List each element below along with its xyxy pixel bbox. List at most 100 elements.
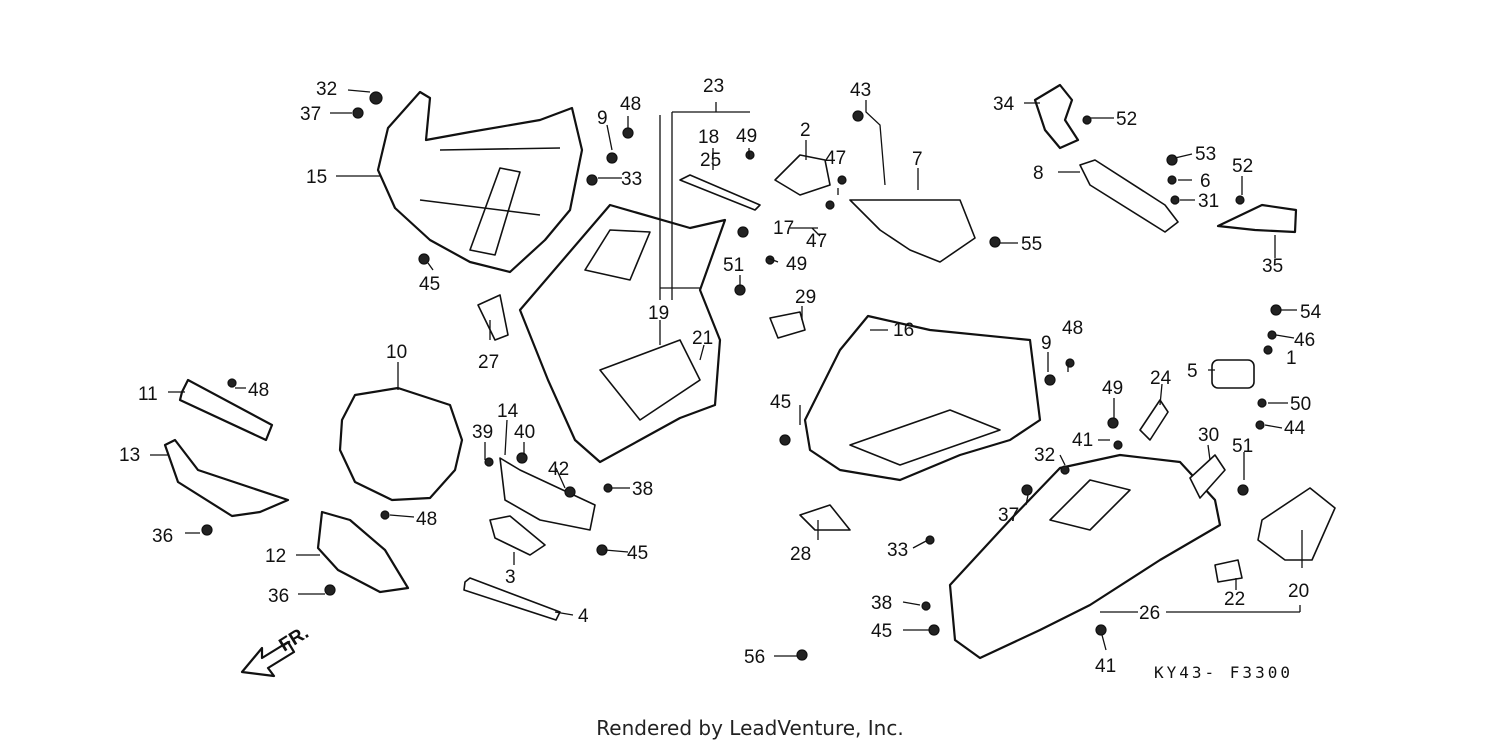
callout: 52 [1116, 109, 1137, 130]
callout: 45 [871, 621, 892, 642]
part-22[interactable] [1214, 559, 1243, 583]
callout: 38 [871, 593, 892, 614]
callout: 16 [893, 320, 914, 341]
callout: 20 [1288, 581, 1309, 602]
callout: 49 [736, 126, 757, 147]
part-mirror-right[interactable] [1216, 203, 1298, 234]
part-windscreen[interactable] [338, 386, 464, 502]
callout: 48 [1062, 318, 1083, 339]
callout: 38 [632, 479, 653, 500]
callout: 42 [548, 459, 569, 480]
callout: 7 [912, 149, 923, 170]
part-molding-4[interactable] [463, 577, 561, 621]
callout: 55 [1021, 234, 1042, 255]
callout: 11 [138, 384, 158, 405]
callout: 8 [1033, 163, 1044, 184]
part-5[interactable] [1211, 359, 1255, 389]
callout: 33 [887, 540, 908, 561]
part-stay-14[interactable] [499, 457, 596, 531]
part-inner-panel-11[interactable] [178, 378, 274, 442]
callout: 18 [698, 127, 719, 148]
callout: 52 [1232, 156, 1253, 177]
part-28[interactable] [799, 504, 851, 531]
callout: 40 [514, 422, 535, 443]
callout: 53 [1195, 144, 1216, 165]
callout: 14 [497, 401, 519, 422]
callout: 13 [119, 445, 140, 466]
callout: 23 [703, 76, 724, 97]
callout: 32 [1034, 445, 1055, 466]
callout: 15 [306, 167, 327, 188]
part-25[interactable] [679, 174, 761, 211]
callout: 49 [1102, 378, 1123, 399]
part-inner-panel-13[interactable] [163, 438, 290, 518]
callout: 9 [597, 108, 608, 129]
callout: 3 [505, 567, 516, 588]
part-mirror-stay[interactable] [1079, 159, 1179, 233]
callout: 33 [621, 169, 642, 190]
callout: 43 [850, 80, 871, 101]
callout: 17 [773, 218, 794, 239]
part-27[interactable] [477, 294, 509, 341]
part-under-cowl-16[interactable] [803, 314, 1042, 482]
callout: 27 [478, 352, 499, 373]
callout: 37 [998, 505, 1019, 526]
part-molding-3[interactable] [489, 515, 546, 556]
callout: 49 [786, 254, 807, 275]
callout: 41 [1095, 656, 1116, 677]
callout: 2 [800, 120, 811, 141]
callout: 4 [578, 606, 589, 627]
callout: 12 [265, 546, 286, 567]
part-upper-cowl[interactable] [376, 90, 584, 274]
callout: 28 [790, 544, 811, 565]
callout: 34 [993, 94, 1015, 115]
callout: 46 [1294, 330, 1315, 351]
drawing-code: KY43- F3300 [1154, 663, 1293, 682]
callout: 45 [770, 392, 791, 413]
part-mirror-left[interactable] [1033, 83, 1080, 150]
callout: 25 [700, 150, 721, 171]
callout-leaders [150, 89, 1303, 657]
callout-labels: 1 2 3 4 5 6 7 8 9 9 10 11 12 13 14 15 16… [119, 76, 1322, 677]
callout: 51 [723, 255, 744, 276]
callout: 51 [1232, 436, 1253, 457]
callout: 26 [1139, 603, 1160, 624]
callout: 54 [1300, 302, 1322, 323]
callout: 48 [620, 94, 641, 115]
callout: 5 [1187, 361, 1198, 382]
part-29[interactable] [769, 311, 806, 339]
callout: 19 [648, 303, 669, 324]
callout: 39 [472, 422, 493, 443]
hardware-fasteners [201, 91, 1282, 661]
callout: 24 [1150, 368, 1172, 389]
callout: 1 [1286, 348, 1297, 369]
render-credit: Rendered by LeadVenture, Inc. [596, 716, 904, 740]
part-under-cowl-26[interactable] [948, 453, 1222, 660]
front-direction-arrow: FR. [240, 622, 313, 678]
callout: 48 [416, 509, 437, 530]
callout: 9 [1041, 333, 1052, 354]
callout: 32 [316, 79, 337, 100]
callout: 29 [795, 287, 816, 308]
callout: 50 [1290, 394, 1311, 415]
callout: 41 [1072, 430, 1093, 451]
part-30[interactable] [1189, 454, 1226, 499]
callout: 22 [1224, 589, 1245, 610]
callout: 6 [1200, 171, 1211, 192]
callout: 37 [300, 104, 321, 125]
callout: 35 [1262, 256, 1283, 277]
callout: 45 [627, 543, 648, 564]
part-middle-cowl-left[interactable] [518, 203, 727, 464]
callout: 47 [825, 148, 846, 169]
callout: 45 [419, 274, 440, 295]
part-20[interactable] [1257, 487, 1336, 561]
part-cowl-stay[interactable] [774, 154, 976, 263]
callout: 36 [152, 526, 173, 547]
part-inner-panel-12[interactable] [316, 510, 410, 594]
part-24[interactable] [1139, 399, 1169, 441]
callout: 31 [1198, 191, 1219, 212]
callout: 47 [806, 231, 827, 252]
callout: 44 [1284, 418, 1306, 439]
callout: 48 [248, 380, 269, 401]
